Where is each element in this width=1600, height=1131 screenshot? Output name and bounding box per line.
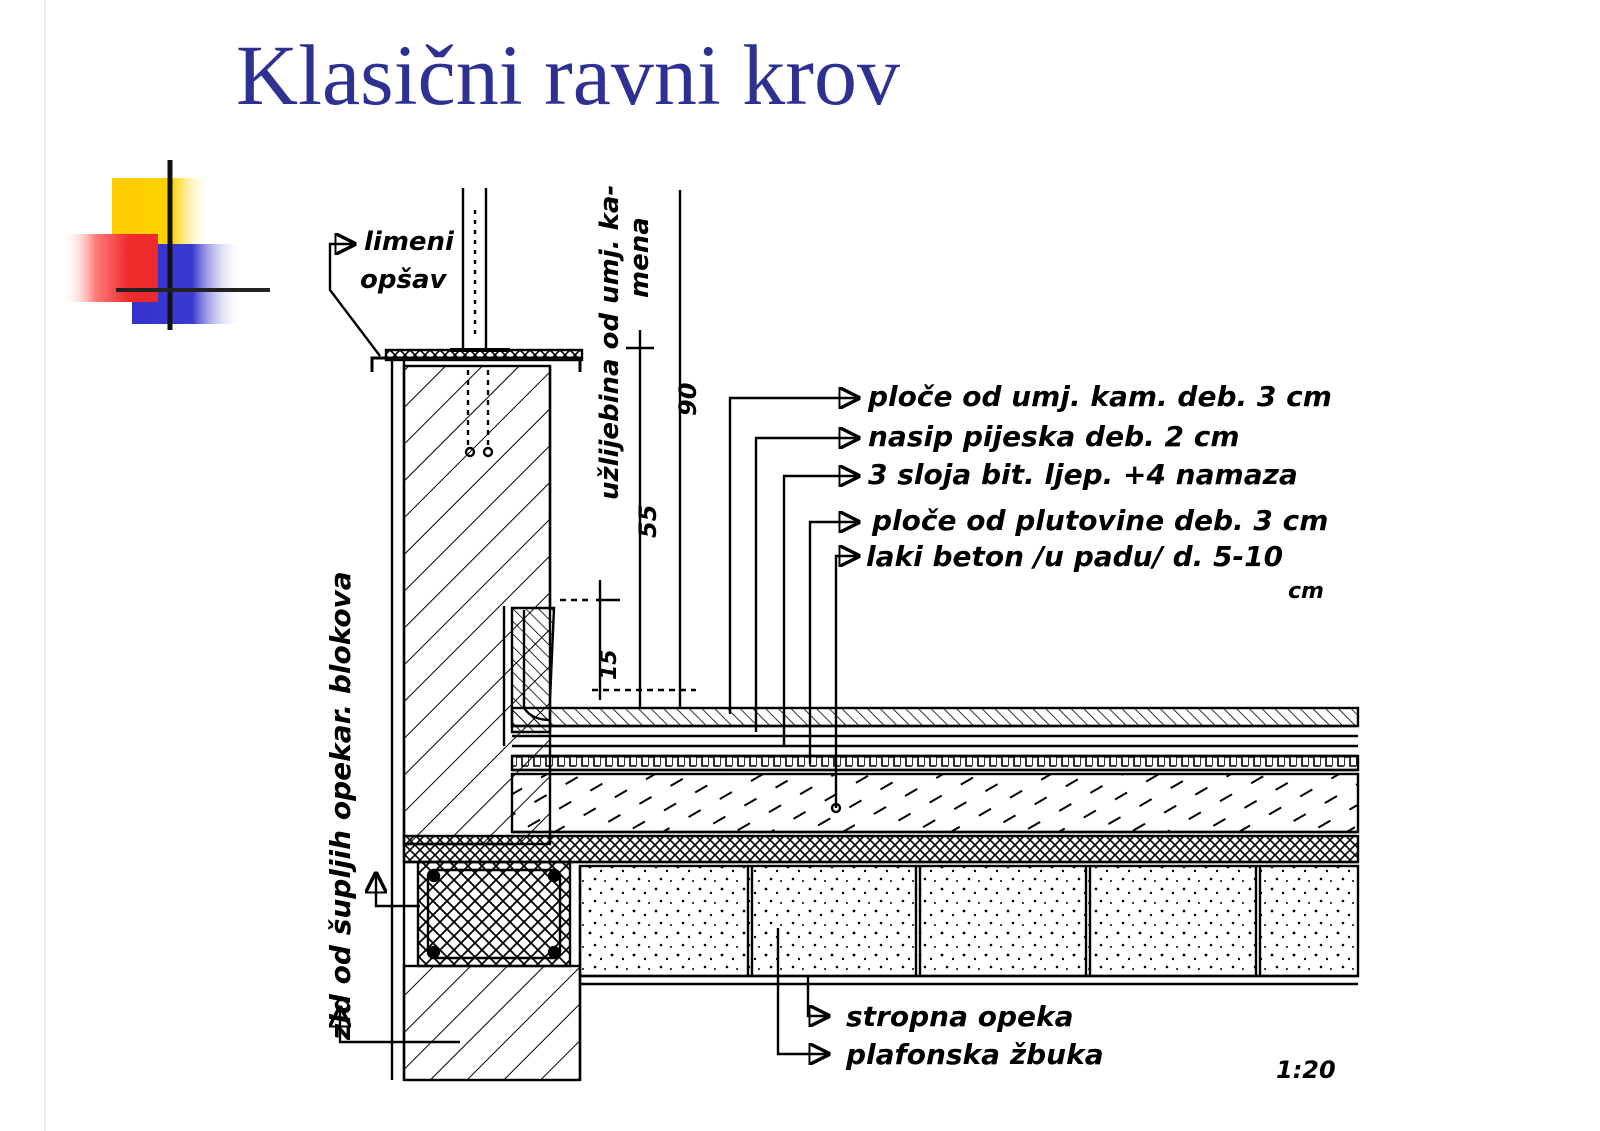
label-layer-cm: cm [1288, 579, 1324, 604]
slide-logo-icon [62, 160, 270, 330]
label-ceiling-brick: stropna opeka [846, 1000, 1074, 1033]
label-ceiling-plaster: plafonska žbuka [845, 1038, 1104, 1071]
label-layer-sand: nasip pijeska deb. 2 cm [868, 420, 1240, 453]
label-layer-cork: ploče od plutovine deb. 3 cm [871, 504, 1328, 537]
label-layer-light-concrete: laki beton /u padu/ d. 5-10 [866, 540, 1283, 573]
label-sheet-metal-line2: opšav [360, 265, 447, 295]
slide-left-rule [44, 0, 46, 1131]
roof-section-drawing: limeni opšav užlijebina od umj. ka- mena… [324, 185, 1360, 1084]
dimension-55: 55 [634, 505, 662, 538]
label-sheet-metal-line1: limeni [364, 227, 455, 257]
label-groove-line1: užlijebina od umj. ka- [595, 185, 625, 500]
scale-label: 1:20 [1276, 1056, 1336, 1084]
label-layer-bitumen: 3 sloja bit. ljep. +4 namaza [868, 458, 1298, 491]
dimension-15: 15 [597, 649, 622, 680]
label-wall: zid od šupljih opekar. blokova [324, 571, 357, 1041]
label-groove-line2: mena [625, 217, 655, 298]
label-layer-stone-slabs: ploče od umj. kam. deb. 3 cm [867, 380, 1332, 413]
dimension-90: 90 [674, 383, 702, 416]
slide-title: Klasični ravni krov [236, 27, 900, 123]
